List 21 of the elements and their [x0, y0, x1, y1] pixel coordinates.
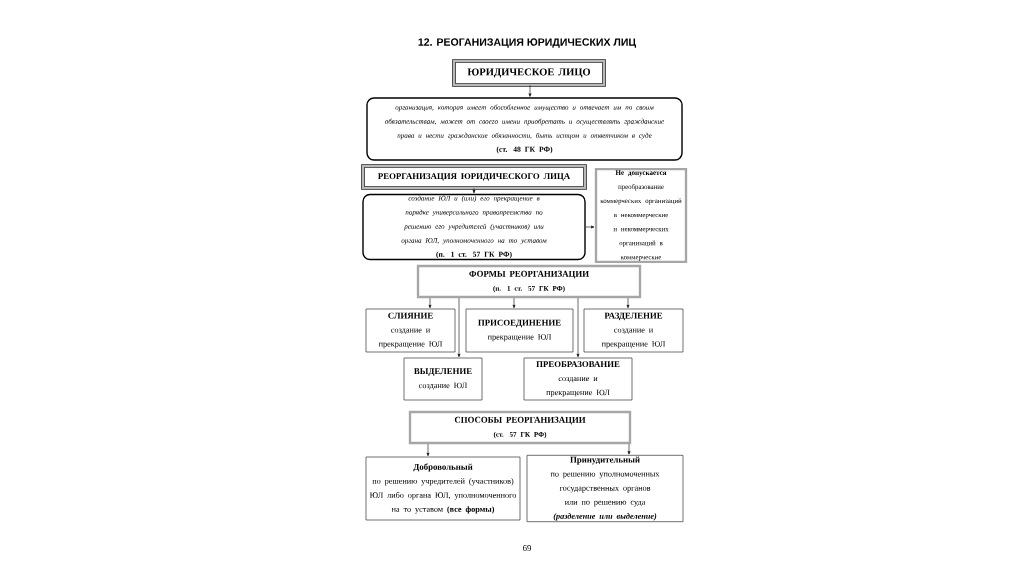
page-number: 69 [523, 545, 532, 551]
arrow [472, 188, 476, 194]
heading-box: РЕОРГАНИЗАЦИЯ ЮРИДИЧЕСКОГО ЛИЦА [361, 164, 587, 190]
form-box: ПРЕОБРАЗОВАНИЕ создание и прекращение ЮЛ [523, 357, 633, 401]
form-box: ВЫДЕЛЕНИЕ создание ЮЛ [403, 357, 483, 401]
arrow [627, 443, 631, 455]
arrow [428, 297, 432, 309]
arrow [512, 297, 516, 309]
heading-box: ЮРИДИЧЕСКОЕ ЛИЦО [452, 59, 606, 87]
method-box: Принудительный по решению уполномоченных государственных органов или по решению суда (разделение или выделение) [526, 454, 684, 523]
arrow [457, 297, 461, 358]
method-box: Добровольный по решению учредителей (участников) ЮЛ либо органа ЮЛ, уполномоченного на то уставом (все формы) [365, 456, 521, 521]
arrow [585, 225, 595, 229]
arrow [528, 85, 532, 97]
title: 12. РЕОГАНИЗАЦИЯ ЮРИДИЧЕСКИХ ЛИЦ [418, 38, 637, 48]
form-box: РАЗДЕЛЕНИЕ создание и прекращение ЮЛ [583, 308, 684, 353]
arrow [626, 297, 630, 309]
form-box: ПРИСОЕДИНЕНИЕ прекращение ЮЛ [465, 308, 574, 353]
form-box: СЛИЯНИЕ создание и прекращение ЮЛ [365, 308, 456, 353]
arrow [426, 443, 430, 457]
arrow [576, 297, 580, 358]
